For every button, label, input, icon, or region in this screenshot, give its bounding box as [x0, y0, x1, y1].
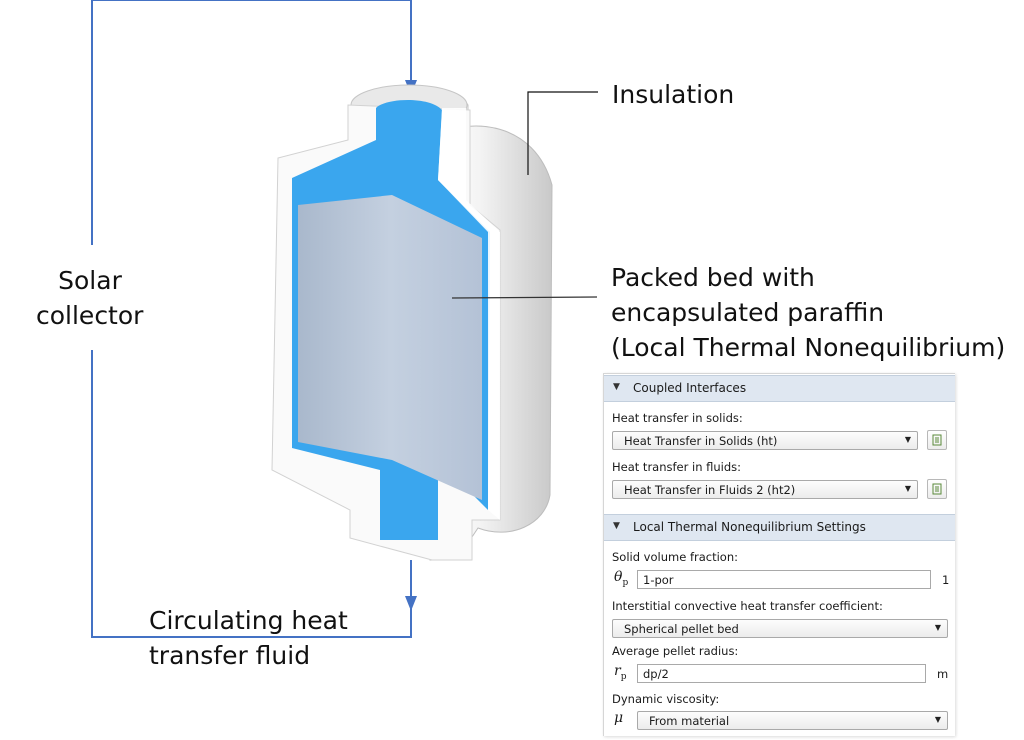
theta-symbol-char: θ: [614, 569, 623, 585]
packed-bed-label-1: Packed bed with: [611, 263, 815, 292]
solar-collector-label: Solar: [50, 264, 130, 298]
fluids-select-value: Heat Transfer in Fluids 2 (ht2): [624, 483, 796, 497]
dropdown-arrow-icon: ▼: [904, 484, 911, 493]
solid-volume-fraction-input[interactable]: 1-por: [637, 570, 931, 589]
theta-symbol: θp: [614, 569, 628, 588]
packed-bed: [298, 195, 482, 500]
pellet-radius-value: dp/2: [643, 667, 669, 681]
htc-select[interactable]: Spherical pellet bed ▼: [612, 619, 948, 638]
storage-tank: [271, 84, 553, 561]
insulation-leader: [527, 91, 598, 175]
dropdown-arrow-icon: ▼: [934, 623, 941, 632]
go-to-source-button[interactable]: [927, 430, 947, 450]
fluid-label-1: Circulating heat: [149, 606, 348, 635]
dropdown-arrow-icon: ▼: [934, 715, 941, 724]
solar-collector-line1: Solar: [58, 266, 122, 295]
packed-bed-label-3: (Local Thermal Nonequilibrium): [611, 333, 1006, 362]
solids-label: Heat transfer in solids:: [612, 411, 743, 425]
dropdown-arrow-icon: ▼: [904, 435, 911, 444]
fluids-select[interactable]: Heat Transfer in Fluids 2 (ht2) ▼: [612, 480, 918, 499]
go-to-source-button-2[interactable]: [927, 479, 947, 499]
packed-bed-label-2: encapsulated paraffin: [611, 298, 885, 327]
inner-wall-strip: [438, 108, 500, 520]
coupled-interfaces-header[interactable]: ▼ Coupled Interfaces: [604, 375, 955, 402]
pellet-radius-input[interactable]: dp/2: [637, 664, 926, 683]
viscosity-label: Dynamic viscosity:: [612, 692, 720, 706]
solids-select-value: Heat Transfer in Solids (ht): [624, 434, 778, 448]
pellet-radius-label: Average pellet radius:: [612, 644, 739, 658]
radius-symbol-sub: p: [620, 671, 627, 682]
htc-select-value: Spherical pellet bed: [624, 622, 739, 636]
fluid-label-2: transfer fluid: [149, 641, 311, 670]
mu-symbol: μ: [614, 710, 624, 726]
go-to-source-icon: [932, 483, 942, 495]
viscosity-select[interactable]: From material ▼: [637, 711, 948, 730]
solids-select[interactable]: Heat Transfer in Solids (ht) ▼: [612, 431, 918, 450]
collapse-triangle-icon[interactable]: ▼: [613, 521, 620, 531]
theta-symbol-sub: p: [622, 577, 629, 588]
go-to-source-icon: [932, 434, 942, 446]
viscosity-select-value: From material: [649, 714, 730, 728]
fluids-label: Heat transfer in fluids:: [612, 460, 742, 474]
settings-panel: ▼ Coupled Interfaces Heat transfer in so…: [603, 373, 955, 736]
outlet-arrow-icon: [405, 596, 417, 611]
solid-volume-fraction-unit: 1: [942, 573, 950, 587]
packed-bed-leader: [451, 296, 598, 299]
htc-label: Interstitial convective heat transfer co…: [612, 599, 883, 613]
coupled-interfaces-title: Coupled Interfaces: [633, 381, 747, 395]
pellet-radius-unit: m: [937, 667, 949, 681]
collapse-triangle-icon[interactable]: ▼: [613, 382, 620, 392]
ltne-settings-header[interactable]: ▼ Local Thermal Nonequilibrium Settings: [604, 514, 955, 541]
solid-volume-fraction-label: Solid volume fraction:: [612, 550, 738, 564]
radius-symbol-char: r: [614, 663, 621, 679]
insulation-label: Insulation: [612, 80, 735, 109]
ltne-settings-title: Local Thermal Nonequilibrium Settings: [633, 520, 866, 534]
solar-collector-label-2: collector: [36, 301, 144, 330]
radius-symbol: rp: [614, 663, 626, 682]
loop-top-return: [92, 0, 412, 82]
solid-volume-fraction-value: 1-por: [643, 573, 674, 587]
